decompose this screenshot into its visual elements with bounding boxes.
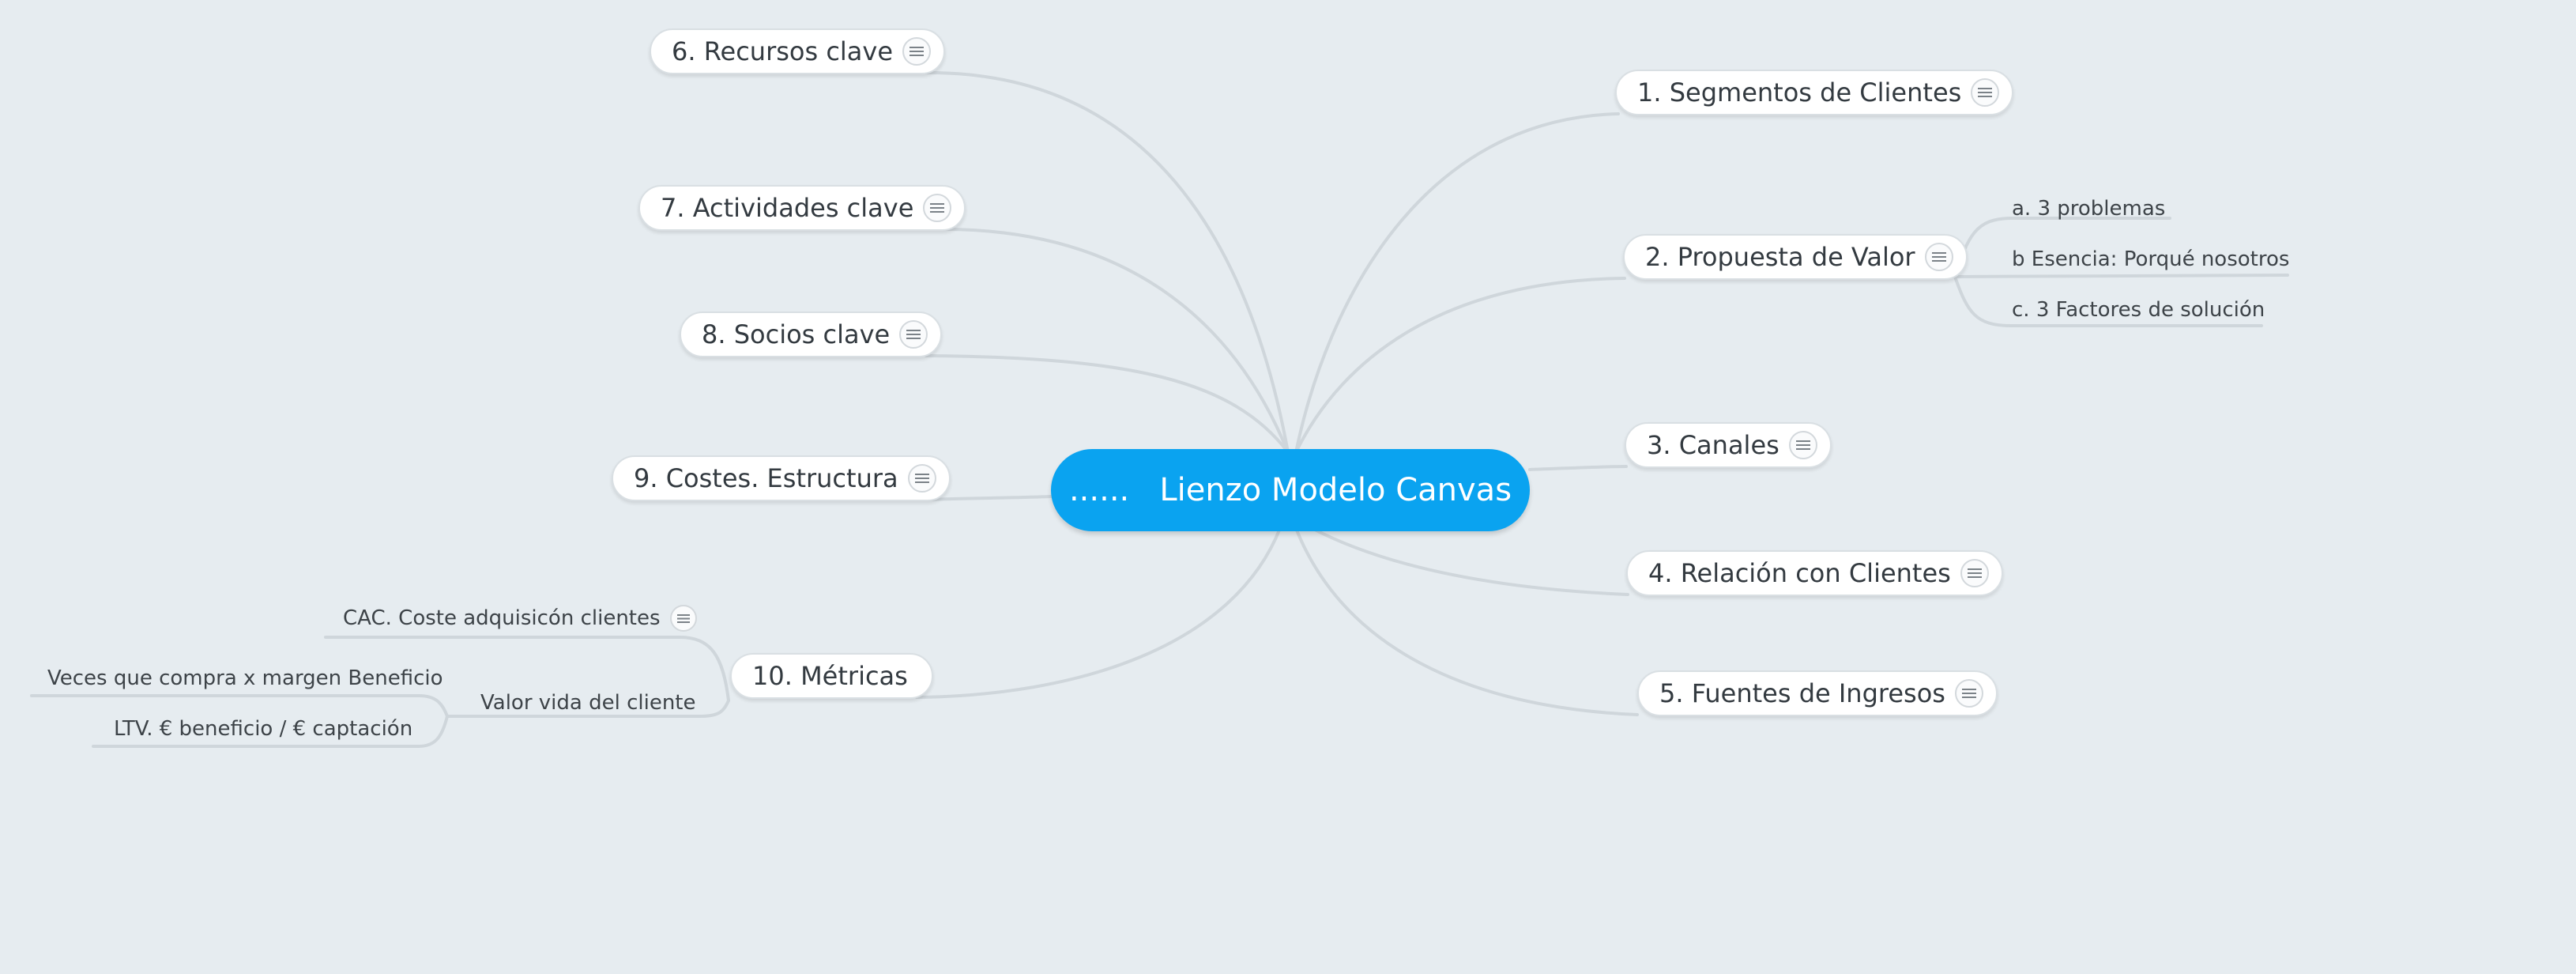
topic-label: 2. Propuesta de Valor (1645, 242, 1915, 272)
topic-canales[interactable]: 3. Canales (1625, 422, 1832, 468)
topic-propuesta-valor[interactable]: 2. Propuesta de Valor (1623, 234, 1968, 280)
link-prop-c (1953, 275, 2263, 327)
note-lines-icon[interactable] (923, 194, 952, 222)
note-lines-icon[interactable] (1971, 78, 2000, 107)
topic-label: 4. Relación con Clientes (1648, 558, 1951, 588)
topic-costes-estructura[interactable]: 9. Costes. Estructura (612, 455, 951, 501)
link-veces (30, 694, 449, 718)
note-lines-icon[interactable] (1960, 559, 1989, 587)
link-costes (928, 495, 1053, 501)
link-actividades (942, 228, 1290, 454)
topic-label: 8. Socios clave (702, 319, 891, 349)
topic-label: 7. Actividades clave (661, 193, 914, 223)
link-cac (324, 636, 730, 702)
link-ltv (92, 715, 449, 748)
note-lines-icon[interactable] (1924, 243, 1953, 271)
link-socios (925, 354, 1290, 454)
link-prop-b (1953, 274, 2289, 278)
subtopic-veces-compra[interactable]: Veces que compra x margen Beneficio (47, 666, 443, 690)
subtopic-label: CAC. Coste adquisicón clientes (343, 606, 661, 630)
subtopic-esencia[interactable]: b Esencia: Porqué nosotros (2012, 247, 2290, 271)
topic-label: 9. Costes. Estructura (634, 463, 898, 493)
note-lines-icon[interactable] (1954, 679, 1983, 708)
link-valor-vida (446, 699, 730, 718)
topic-label: 6. Recursos clave (672, 36, 894, 66)
note-lines-icon[interactable] (899, 320, 928, 349)
topic-label: 10. Métricas (752, 661, 908, 691)
subtopic-valor-vida-cliente[interactable]: Valor vida del cliente (480, 691, 696, 715)
note-lines-icon[interactable] (669, 605, 697, 632)
subtopic-cac[interactable]: CAC. Coste adquisicón clientes (343, 602, 697, 634)
topic-metricas[interactable]: 10. Métricas (730, 653, 933, 699)
topic-segmentos-clientes[interactable]: 1. Segmentos de Clientes (1615, 70, 2014, 115)
topic-relacion-clientes[interactable]: 4. Relación con Clientes (1626, 550, 2003, 596)
link-canales (1528, 465, 1628, 471)
link-propuesta (1294, 277, 1626, 454)
note-lines-icon[interactable] (907, 464, 936, 493)
note-lines-icon[interactable] (1788, 431, 1817, 459)
subtopic-3-problemas[interactable]: a. 3 problemas (2012, 197, 2166, 221)
link-fuentes (1294, 527, 1639, 716)
topic-recursos-clave[interactable]: 6. Recursos clave (650, 28, 946, 74)
link-segmentos (1294, 112, 1620, 454)
central-topic[interactable]: ...... Lienzo Modelo Canvas (1051, 449, 1530, 531)
topic-label: 5. Fuentes de Ingresos (1659, 678, 1945, 708)
link-relacion (1310, 527, 1629, 596)
link-recursos (925, 70, 1290, 454)
topic-fuentes-ingresos[interactable]: 5. Fuentes de Ingresos (1637, 670, 1998, 716)
note-lines-icon[interactable] (902, 37, 932, 66)
subtopic-factores-solucion[interactable]: c. 3 Factores de solución (2012, 298, 2265, 322)
topic-label: 1. Segmentos de Clientes (1637, 77, 1962, 108)
topic-label: 3. Canales (1647, 430, 1779, 460)
subtopic-ltv[interactable]: LTV. € beneficio / € captación (114, 717, 413, 741)
link-metricas (915, 527, 1282, 699)
topic-actividades-clave[interactable]: 7. Actividades clave (638, 185, 966, 231)
topic-socios-clave[interactable]: 8. Socios clave (680, 311, 943, 357)
